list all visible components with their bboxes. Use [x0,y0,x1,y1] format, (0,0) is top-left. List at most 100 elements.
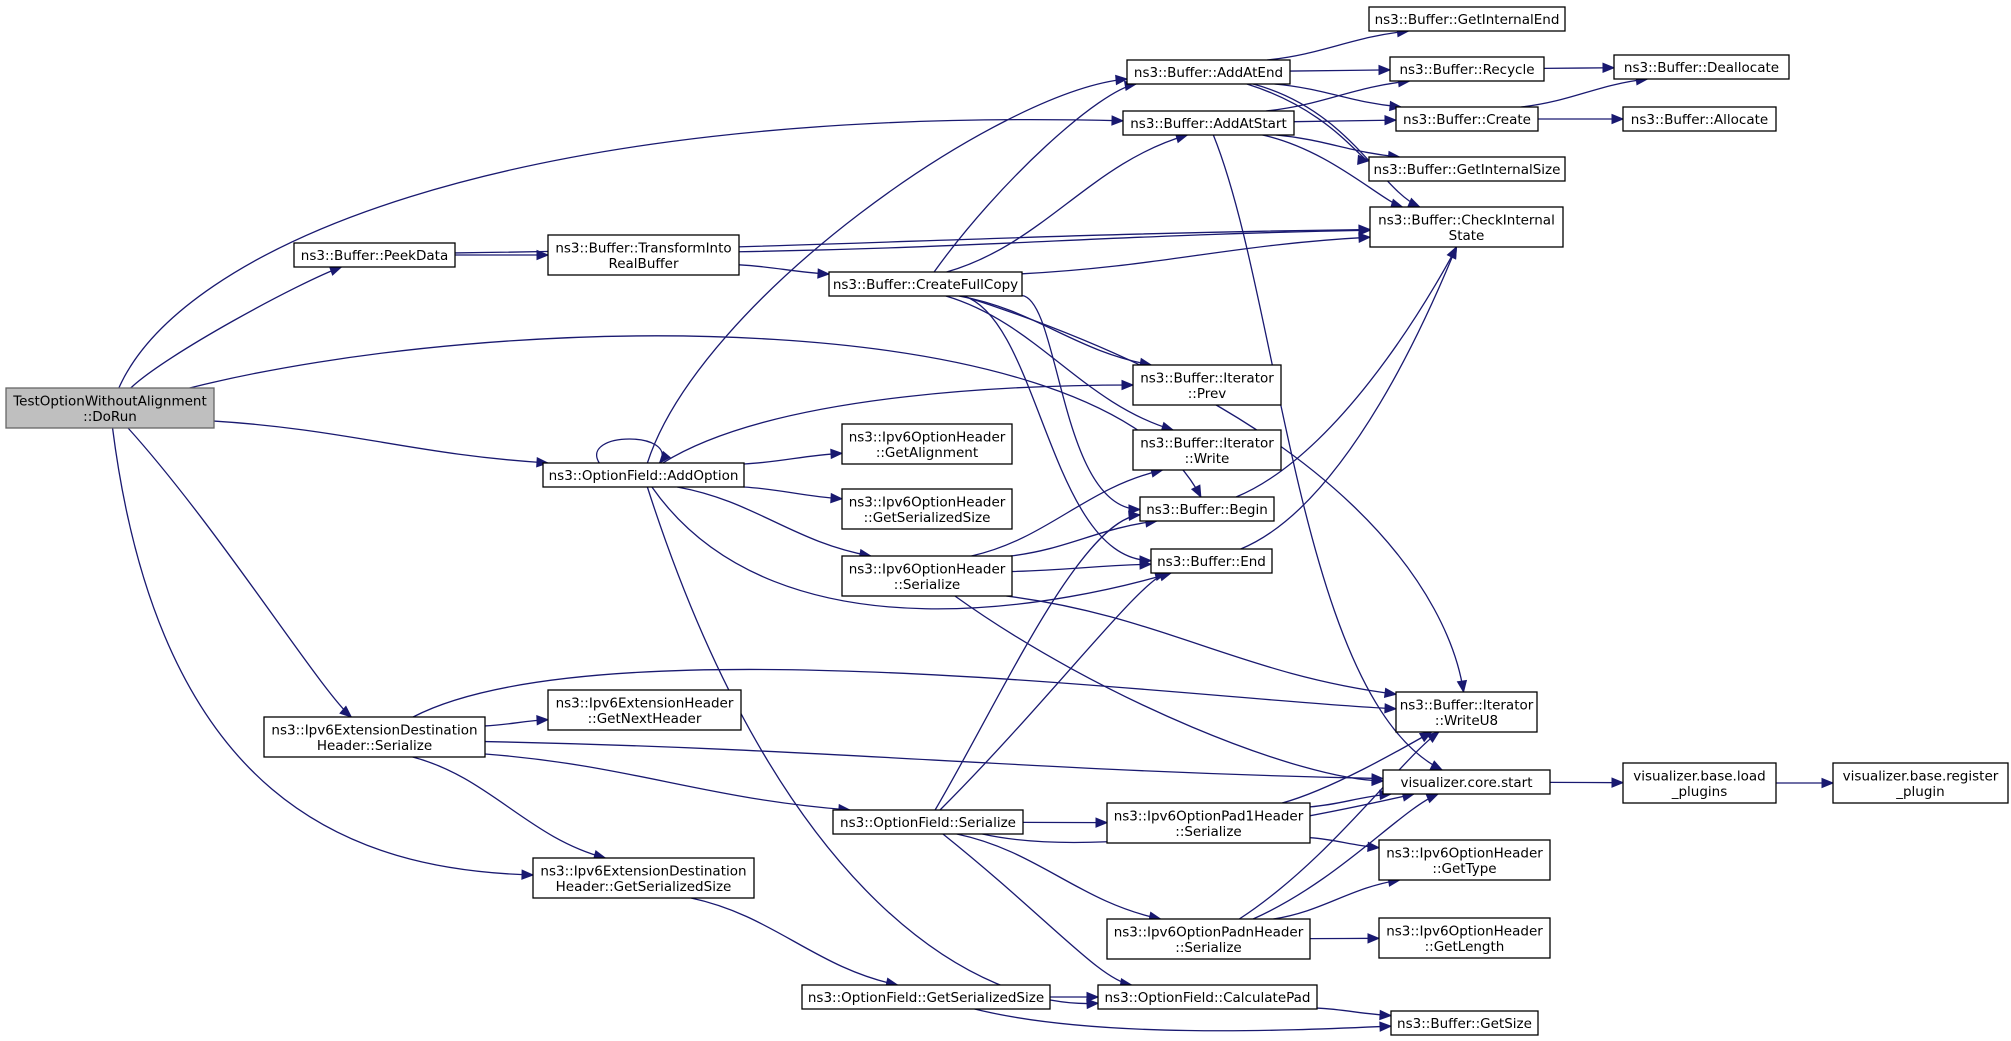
node-begin-box [1139,496,1275,522]
node-addoption[interactable]: ns3::OptionField::AddOption [542,462,745,488]
node-checkinternal-box [1369,206,1564,248]
node-getalignment-label-line-0: ns3::Ipv6OptionHeader [849,429,1006,445]
node-recycle[interactable]: ns3::Buffer::Recycle [1389,56,1545,82]
edge-ofserialize-to-calcpad [942,833,1133,989]
node-getalignment[interactable]: ns3::Ipv6OptionHeader::GetAlignment [841,423,1013,465]
node-deallocate[interactable]: ns3::Buffer::Deallocate [1613,54,1790,80]
node-ohserialize-label-line-0: ns3::Ipv6OptionHeader [849,561,1006,577]
node-getsize[interactable]: ns3::Buffer::GetSize [1390,1010,1539,1036]
node-vizstart[interactable]: visualizer.core.start [1382,769,1551,795]
node-padnserialize-label-line-1: ::Serialize [1175,940,1241,956]
edge-ohserialize-to-writeu8 [1006,595,1398,698]
edge-root-to-begin [189,335,1202,499]
node-peekdata-label-line-0: ns3::Buffer::PeekData [301,248,448,264]
edge-addatend-to-checkinternal [1253,83,1421,208]
node-getinternalend[interactable]: ns3::Buffer::GetInternalEnd [1368,6,1566,32]
node-addatend-label-line-0: ns3::Buffer::AddAtEnd [1134,65,1283,81]
node-ofserialize-box [832,809,1024,835]
node-extdestgetsize[interactable]: ns3::Ipv6ExtensionDestinationHeader::Get… [532,857,755,899]
node-createfullcopy[interactable]: ns3::Buffer::CreateFullCopy [828,271,1023,297]
edge-createfullcopy-to-addatend [933,80,1138,273]
edge-ofserialize-to-begin [934,510,1142,811]
edge-pad1serialize-to-gettype [1309,837,1381,853]
node-pad1serialize-label-line-0: ns3::Ipv6OptionPad1Header [1114,808,1304,824]
edge-calcpad-to-getsize [1316,1007,1393,1021]
edge-padnserialize-to-writeu8 [1238,731,1440,920]
node-extdestgetsize-box [532,857,755,899]
node-root-label-line-0: TestOptionWithoutAlignment [12,393,207,409]
node-iterwrite[interactable]: ns3::Buffer::Iterator::Write [1132,429,1282,471]
node-begin[interactable]: ns3::Buffer::Begin [1139,496,1275,522]
node-getserializedsize_oh-box [841,488,1013,530]
node-iterwrite-label-line-0: ns3::Buffer::Iterator [1140,435,1274,451]
node-deallocate-label-line-0: ns3::Buffer::Deallocate [1624,60,1779,76]
node-pad1serialize[interactable]: ns3::Ipv6OptionPad1Header::Serialize [1106,802,1311,844]
node-addatstart-box [1122,110,1295,136]
node-ofgetsize-label-line-0: ns3::OptionField::GetSerializedSize [808,990,1044,1006]
node-iterprev-label-line-1: ::Prev [1188,386,1227,402]
node-writeu8[interactable]: ns3::Buffer::Iterator::WriteU8 [1395,691,1538,733]
node-extdestgetsize-label-line-1: Header::GetSerializedSize [556,879,732,895]
node-iterwrite-box [1132,429,1282,471]
node-getsize-label-line-0: ns3::Buffer::GetSize [1397,1016,1532,1032]
node-gettype-label-line-1: ::GetType [1432,861,1496,877]
node-getalignment-box [841,423,1013,465]
node-getserializedsize_oh-label-line-0: ns3::Ipv6OptionHeader [849,494,1006,510]
node-ohserialize[interactable]: ns3::Ipv6OptionHeader::Serialize [841,555,1013,597]
node-calcpad[interactable]: ns3::OptionField::CalculatePad [1097,984,1318,1010]
node-transform-label-line-0: ns3::Buffer::TransformInto [555,240,731,256]
edge-addoption-to-getalignment [743,448,844,465]
node-vizregister[interactable]: visualizer.base.register_plugin [1832,762,2009,804]
edge-createfullcopy-to-checkinternal [1021,232,1372,275]
node-gettype[interactable]: ns3::Ipv6OptionHeader::GetType [1378,839,1551,881]
node-checkinternal-label-line-0: ns3::Buffer::CheckInternal [1378,212,1555,228]
node-peekdata[interactable]: ns3::Buffer::PeekData [293,242,456,268]
edge-peekdata-to-transform [455,249,550,261]
node-getinternalsize[interactable]: ns3::Buffer::GetInternalSize [1368,156,1566,182]
node-allocate[interactable]: ns3::Buffer::Allocate [1622,106,1777,132]
node-end[interactable]: ns3::Buffer::End [1150,548,1273,574]
edge-extdestserialize-to-getnextheader [484,714,550,727]
node-vizload[interactable]: visualizer.base.load_plugins [1622,762,1777,804]
node-vizstart-label-line-0: visualizer.core.start [1400,775,1532,791]
node-ofserialize-label-line-0: ns3::OptionField::Serialize [840,815,1016,831]
node-iterprev[interactable]: ns3::Buffer::Iterator::Prev [1132,364,1282,406]
node-addatstart-label-line-0: ns3::Buffer::AddAtStart [1130,116,1287,132]
node-getlength[interactable]: ns3::Ipv6OptionHeader::GetLength [1378,917,1551,959]
node-getinternalsize-box [1368,156,1566,182]
node-getnextheader-box [547,689,742,731]
node-create[interactable]: ns3::Buffer::Create [1395,106,1539,132]
node-ofserialize[interactable]: ns3::OptionField::Serialize [832,809,1024,835]
node-root[interactable]: TestOptionWithoutAlignment::DoRun [5,387,215,429]
node-addatstart[interactable]: ns3::Buffer::AddAtStart [1122,110,1295,136]
edge-extdestserialize-to-vizstart [484,740,1385,784]
node-begin-label-line-0: ns3::Buffer::Begin [1146,502,1268,518]
edge-addatend-to-getinternalend [1266,26,1410,61]
node-vizregister-box [1832,762,2009,804]
edge-ofserialize-to-padnserialize [956,833,1162,922]
node-addatend[interactable]: ns3::Buffer::AddAtEnd [1126,59,1291,85]
node-getserializedsize_oh[interactable]: ns3::Ipv6OptionHeader::GetSerializedSize [841,488,1013,530]
edge-addatstart-to-create [1293,114,1398,126]
node-getlength-label-line-1: ::GetLength [1425,939,1505,955]
node-getalignment-label-line-1: ::GetAlignment [876,445,978,461]
edge-transform-to-createfullcopy [738,264,831,279]
node-getinternalend-label-line-0: ns3::Buffer::GetInternalEnd [1375,12,1560,28]
edge-addatend-to-getinternalsize [1246,83,1371,166]
node-vizload-label-line-0: visualizer.base.load [1633,768,1765,784]
node-transform-label-line-1: RealBuffer [608,256,679,272]
node-extdestserialize[interactable]: ns3::Ipv6ExtensionDestinationHeader::Ser… [263,716,486,758]
node-iterprev-box [1132,364,1282,406]
node-getnextheader[interactable]: ns3::Ipv6ExtensionHeader::GetNextHeader [547,689,742,731]
node-end-box [1150,548,1273,574]
node-recycle-box [1389,56,1545,82]
node-createfullcopy-label-line-0: ns3::Buffer::CreateFullCopy [833,277,1018,293]
edge-addoption-to-iterprev [662,379,1135,464]
edge-createfullcopy-to-addatstart [946,133,1189,273]
node-peekdata-box [293,242,456,268]
edge-root-to-addoption [213,420,550,468]
node-padnserialize[interactable]: ns3::Ipv6OptionPadnHeader::Serialize [1106,918,1311,960]
node-ofgetsize[interactable]: ns3::OptionField::GetSerializedSize [801,984,1051,1010]
